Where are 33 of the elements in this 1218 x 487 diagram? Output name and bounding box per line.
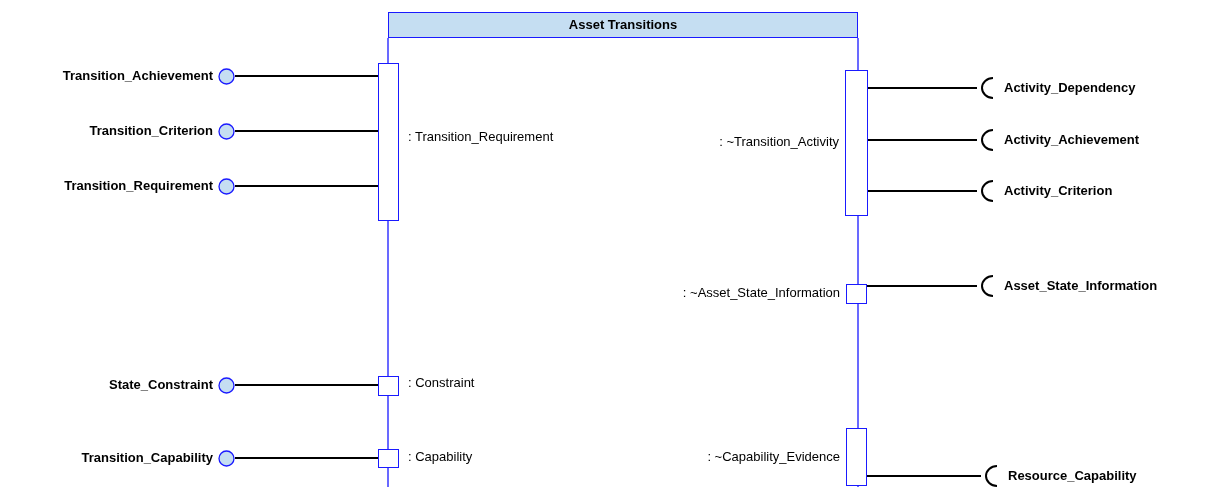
port-label: : ~Transition_Activity xyxy=(719,134,839,150)
interface-label: Transition_Requirement xyxy=(64,177,213,196)
connector-line xyxy=(235,74,378,78)
connector-line xyxy=(868,138,977,142)
connector-line xyxy=(235,184,378,188)
interface-label: Resource_Capability xyxy=(1008,467,1137,486)
connector-line xyxy=(867,284,977,288)
port-box xyxy=(845,70,868,216)
interface-label: Transition_Capability xyxy=(81,449,213,468)
connector-line xyxy=(868,86,977,90)
interface-label: State_Constraint xyxy=(108,376,213,395)
port-box xyxy=(378,449,399,468)
interface-label: Activity_Achievement xyxy=(1004,131,1140,150)
port-label: : Constraint xyxy=(408,375,475,391)
interface-label: Transition_Achievement xyxy=(62,67,213,86)
port-box xyxy=(378,63,399,221)
port-label: : ~Asset_State_Information xyxy=(682,285,840,301)
port-label: : Capability xyxy=(408,449,473,465)
interface-label: Activity_Dependency xyxy=(1004,79,1136,98)
connector-line xyxy=(867,474,981,478)
interface-label: Asset_State_Information xyxy=(1004,277,1158,296)
connector-line xyxy=(235,456,378,460)
interface-label: Activity_Criterion xyxy=(1004,182,1113,201)
connector-line xyxy=(868,189,977,193)
connector-line xyxy=(235,383,378,387)
port-box xyxy=(846,284,867,304)
port-label: : ~Capability_Evidence xyxy=(707,449,840,465)
port-label: : Transition_Requirement xyxy=(408,129,554,145)
port-box xyxy=(378,376,399,396)
connector-line xyxy=(235,129,378,133)
interface-label: Transition_Criterion xyxy=(89,122,213,141)
frame-header: Asset Transitions xyxy=(388,12,858,38)
port-box xyxy=(846,428,867,486)
